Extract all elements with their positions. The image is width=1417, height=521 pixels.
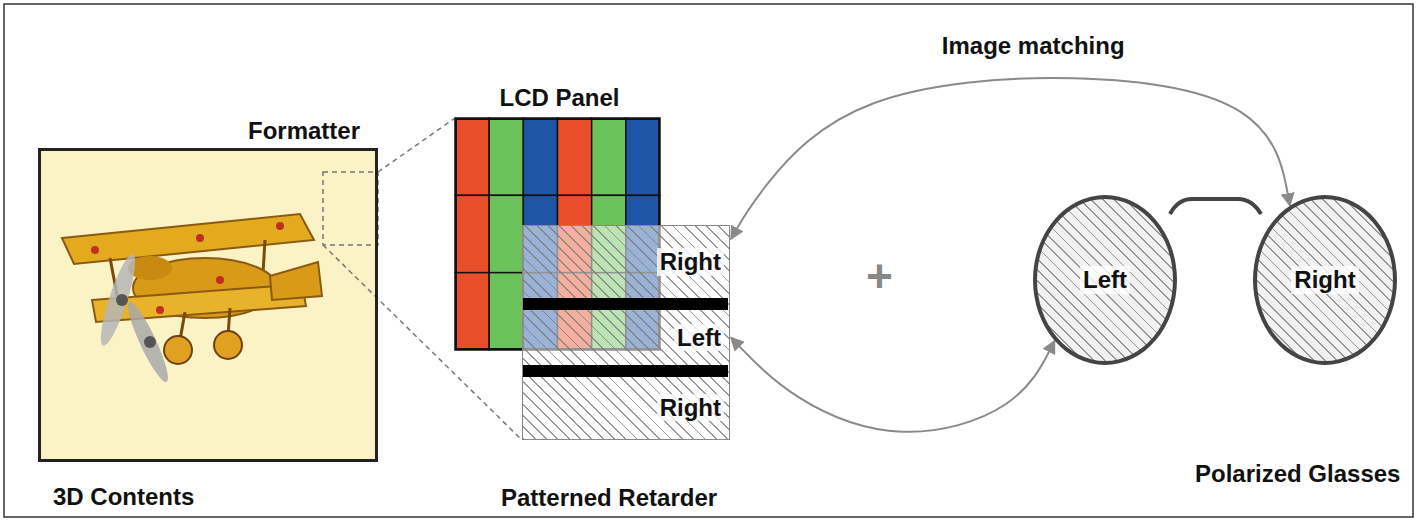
patterned-retarder: Patterned RetarderRightLeftRight xyxy=(522,225,730,440)
content-ground xyxy=(38,148,378,462)
zoom-square xyxy=(323,172,378,245)
retarder-band: Right xyxy=(523,377,728,438)
node-heading: LCD Panel xyxy=(457,84,662,112)
process-label: Formatter xyxy=(248,117,360,145)
subpixel xyxy=(489,195,523,272)
subpixel xyxy=(455,273,489,350)
content-image: 3D Contents xyxy=(38,148,378,462)
node-label: Right xyxy=(1291,266,1358,294)
subpixel xyxy=(489,273,523,350)
subpixel xyxy=(455,118,489,195)
edge-label: Image matching xyxy=(939,32,1128,60)
subpixel xyxy=(455,195,489,272)
retarder-band: Left xyxy=(523,310,728,365)
node-heading: Patterned Retarder xyxy=(501,484,717,512)
matching-arrow xyxy=(731,338,1055,432)
retarder-band: Right xyxy=(523,226,728,298)
subpixel xyxy=(523,118,557,195)
subpixel xyxy=(626,118,660,195)
subpixel xyxy=(558,118,592,195)
polarized-glasses: Polarized GlassesLeftRight xyxy=(1030,190,1402,370)
node-heading: 3D Contents xyxy=(53,483,194,511)
frame xyxy=(4,4,1413,517)
glasses-bridge xyxy=(1170,199,1261,214)
subpixel xyxy=(489,118,523,195)
retarder-separator xyxy=(523,298,728,310)
node-heading: Polarized Glasses xyxy=(1195,460,1400,488)
node-label: Left xyxy=(674,324,724,352)
subpixel xyxy=(592,118,626,195)
plus-sign: + xyxy=(866,250,893,303)
matching-arrow xyxy=(731,78,1290,239)
glasses-lens: Right xyxy=(1253,195,1397,365)
glasses-lens: Left xyxy=(1033,195,1177,365)
node-label: Right xyxy=(657,394,724,422)
biplane-illustration xyxy=(62,214,322,385)
zoom-line xyxy=(378,118,455,172)
retarder-separator xyxy=(523,365,728,377)
node-label: Right xyxy=(657,248,724,276)
node-label: Left xyxy=(1080,266,1130,294)
